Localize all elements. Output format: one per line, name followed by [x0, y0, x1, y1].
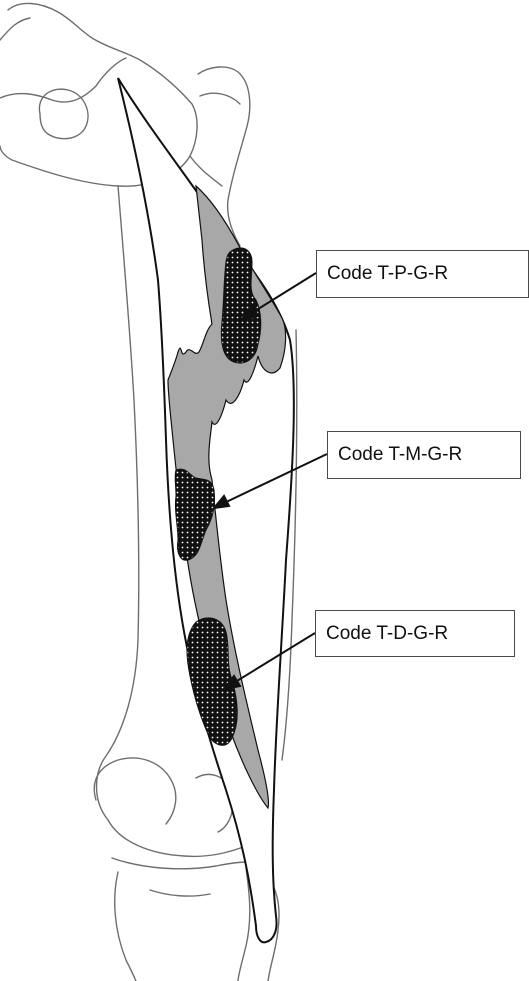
tibia-tuberosity	[150, 890, 210, 896]
label-proximal: Code T-P-G-R	[316, 250, 529, 298]
obturator-foramen	[39, 89, 88, 139]
label-middle-text: Code T-M-G-R	[338, 444, 462, 466]
tibia-plateau	[112, 858, 262, 869]
lesion-proximal	[221, 248, 260, 363]
tibia-right	[238, 868, 250, 981]
label-distal: Code T-D-G-R	[315, 610, 515, 657]
label-distal-text: Code T-D-G-R	[326, 623, 448, 645]
femoral-neck	[190, 156, 222, 186]
tibia-left	[115, 872, 136, 981]
pelvis-rim	[0, 58, 126, 102]
label-middle: Code T-M-G-R	[327, 431, 521, 479]
femur-shaft-left	[97, 186, 139, 820]
label-proximal-text: Code T-P-G-R	[327, 263, 448, 285]
pelvis-upper	[0, 18, 30, 40]
trochanter-line	[200, 93, 240, 104]
